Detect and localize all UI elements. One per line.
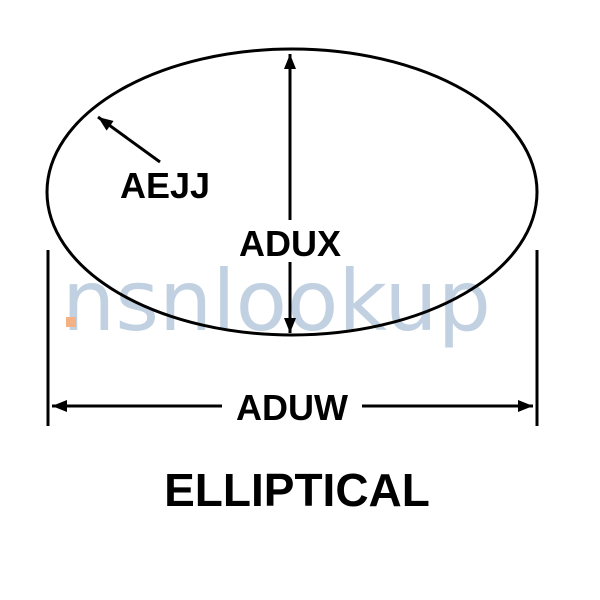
ellipse-outline: [45, 47, 539, 337]
width-label: ADUW: [236, 387, 348, 428]
thickness-label: AEJJ: [120, 165, 210, 206]
height-label: ADUX: [239, 223, 341, 264]
watermark-dot: [66, 317, 76, 327]
shape-title: ELLIPTICAL: [164, 464, 430, 516]
thickness-arrow: [97, 115, 161, 164]
